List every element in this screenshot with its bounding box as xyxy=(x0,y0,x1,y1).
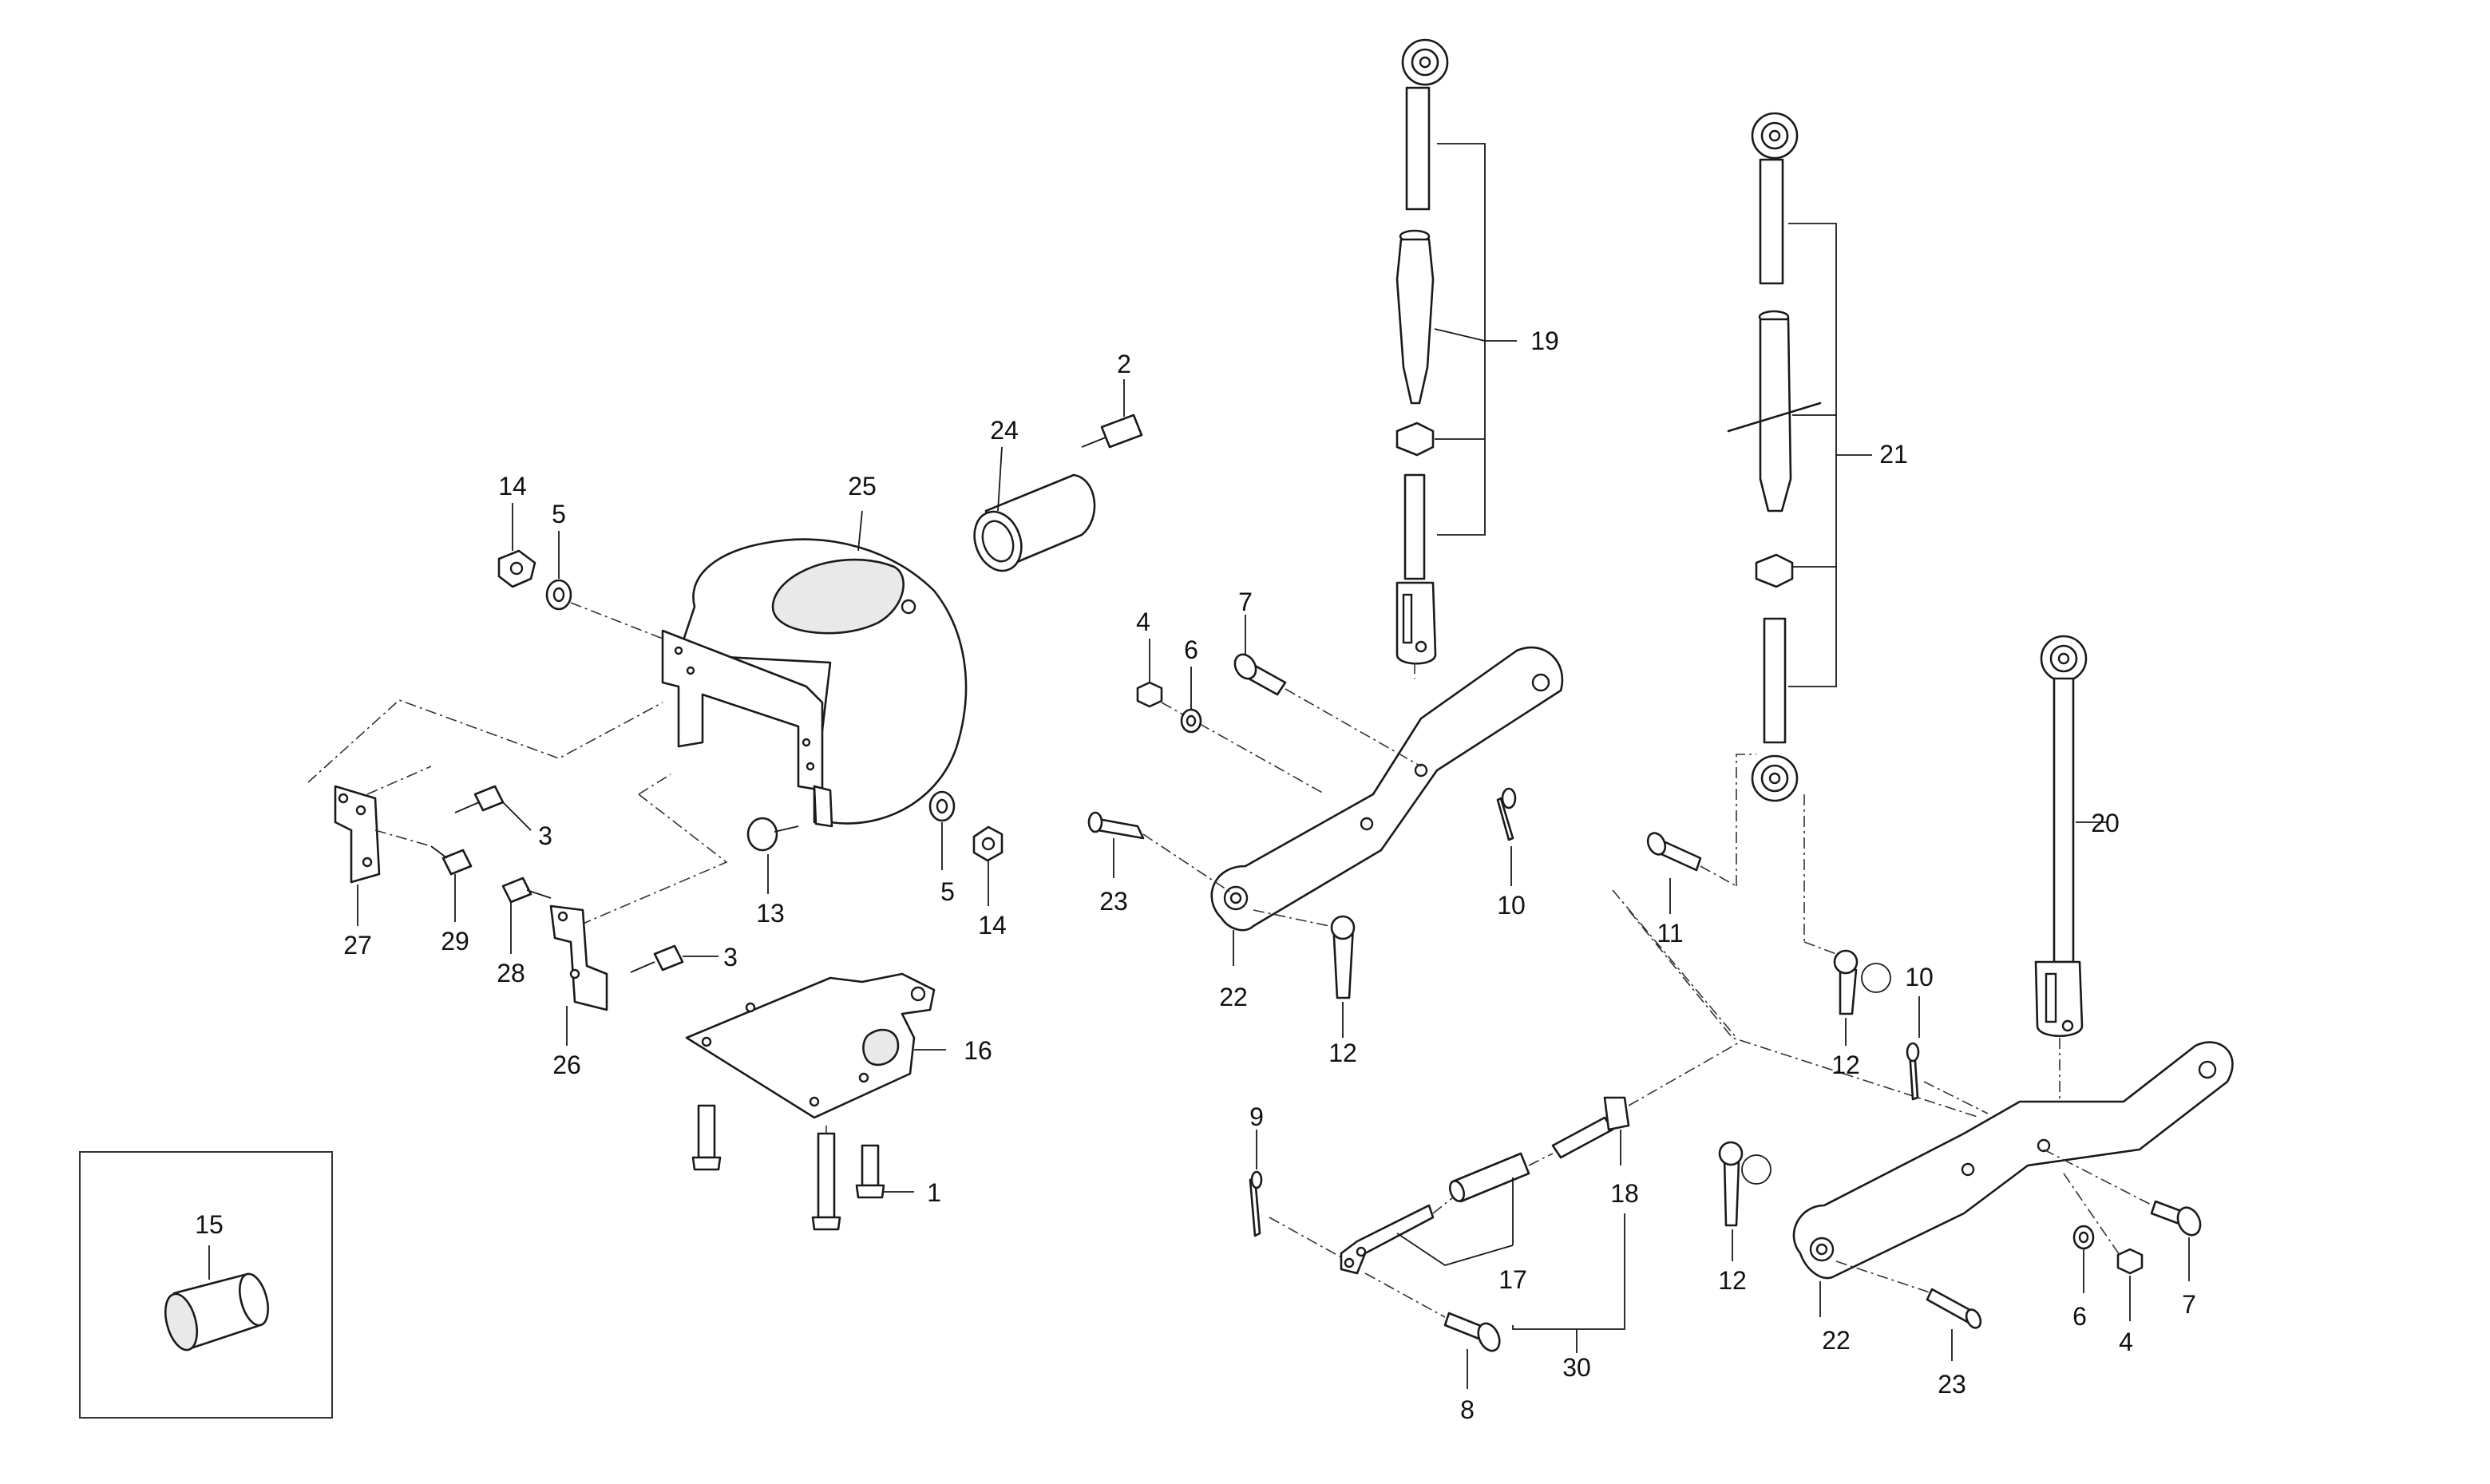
lynch-pin-12-upper xyxy=(1253,909,1356,1038)
callout-25: 25 xyxy=(848,472,877,501)
callout-4: 4 xyxy=(1136,607,1150,636)
callout-14: 14 xyxy=(498,472,527,501)
pin-10-upper xyxy=(1496,787,1517,886)
callout-7: 7 xyxy=(2182,1290,2196,1319)
callout-26: 26 xyxy=(552,1051,581,1079)
callout-22: 22 xyxy=(1219,983,1248,1011)
nut-4-upper xyxy=(1136,639,1326,795)
washer-6-upper xyxy=(1180,667,1202,734)
plate-16 xyxy=(685,972,946,1119)
bolt-3-upper xyxy=(454,785,532,831)
pin-23-upper xyxy=(1087,811,1234,895)
bolt-3-lower xyxy=(630,944,718,973)
callout-6: 6 xyxy=(1184,635,1198,664)
pin-10-lower xyxy=(1906,996,1989,1114)
pin-11 xyxy=(1646,754,1756,914)
washer-6-lower xyxy=(2072,1225,2095,1293)
bolt-28 xyxy=(501,877,552,954)
callout-4: 4 xyxy=(2119,1328,2133,1356)
callout-9: 9 xyxy=(1249,1102,1264,1131)
sleeve-17 xyxy=(1396,1152,1530,1266)
callout-13: 13 xyxy=(756,899,785,928)
rod-assembly-19 xyxy=(1395,38,1517,679)
rod-assembly-21 xyxy=(1727,112,1872,802)
callout-12: 12 xyxy=(1718,1266,1747,1295)
callout-12: 12 xyxy=(1328,1039,1357,1067)
lynch-pin-12-mid xyxy=(1803,794,1891,1046)
callout-24: 24 xyxy=(990,416,1019,445)
lynch-pin-12-lower xyxy=(1718,1141,1772,1261)
callout-21: 21 xyxy=(1879,440,1908,469)
callout-8: 8 xyxy=(1460,1395,1475,1424)
clevis-9 xyxy=(1249,1130,1263,1237)
bracket-27 xyxy=(334,766,432,926)
link-bar-22-lower xyxy=(1792,1041,2234,1317)
knob-13 xyxy=(746,817,799,894)
washer-5-lower xyxy=(928,790,956,870)
callout-3: 3 xyxy=(538,821,552,850)
callout-19: 19 xyxy=(1530,326,1559,355)
cable-end-18 xyxy=(1551,1096,1630,1165)
callout-6: 6 xyxy=(2072,1302,2087,1331)
cover-part-25 xyxy=(661,510,968,825)
callout-27: 27 xyxy=(343,931,372,960)
bolt-2 xyxy=(1081,379,1143,449)
bracket-26 xyxy=(549,904,608,1046)
rod-20 xyxy=(2034,635,2108,1118)
callout-labels: 15 25 14 5 24 2 3 27 29 28 26 3 13 5 14 … xyxy=(195,326,2196,1424)
callout-29: 29 xyxy=(441,927,469,956)
inset-box xyxy=(79,1151,333,1419)
cable-assembly-30 xyxy=(1249,1041,1741,1389)
callout-28: 28 xyxy=(497,959,525,987)
tube-24 xyxy=(973,446,1096,572)
callout-20: 20 xyxy=(2091,809,2120,837)
nut-4-lower xyxy=(2116,1248,2144,1321)
pin-7-upper xyxy=(1233,615,1422,767)
washer-5-upper xyxy=(545,531,663,639)
clevis-fork xyxy=(1340,1204,1435,1275)
cover-mount-dash xyxy=(307,699,728,935)
callout-16: 16 xyxy=(964,1036,992,1065)
callout-11: 11 xyxy=(1657,919,1683,948)
part-15-plug xyxy=(164,1272,269,1351)
pin-8 xyxy=(1364,1272,1501,1389)
pin-7-lower xyxy=(2043,1149,2202,1281)
nut-14-lower xyxy=(972,825,1004,906)
right-mount-dash xyxy=(1612,889,1981,1118)
callout-23: 23 xyxy=(1099,887,1128,916)
link-bar-22-upper xyxy=(1210,646,1564,966)
callout-2: 2 xyxy=(1117,350,1131,378)
callout-15: 15 xyxy=(195,1210,224,1239)
callout-5: 5 xyxy=(940,877,955,906)
pin-23-lower xyxy=(1835,1260,1982,1361)
bolts-1 xyxy=(691,1104,914,1231)
cover-side-bracket xyxy=(813,785,833,828)
callout-23: 23 xyxy=(1938,1370,1966,1399)
nut-14-upper xyxy=(497,503,536,588)
callout-17: 17 xyxy=(1498,1265,1527,1294)
callout-30: 30 xyxy=(1562,1353,1591,1382)
callout-1: 1 xyxy=(927,1178,941,1207)
callout-22: 22 xyxy=(1822,1326,1851,1355)
callout-18: 18 xyxy=(1610,1179,1639,1208)
callout-14: 14 xyxy=(978,911,1007,940)
callout-10: 10 xyxy=(1905,963,1934,991)
callout-10: 10 xyxy=(1497,891,1526,920)
callout-7: 7 xyxy=(1238,588,1253,616)
bolt-29 xyxy=(430,845,473,922)
callout-3: 3 xyxy=(723,943,738,972)
callout-12: 12 xyxy=(1831,1051,1860,1079)
callout-5: 5 xyxy=(552,500,566,528)
